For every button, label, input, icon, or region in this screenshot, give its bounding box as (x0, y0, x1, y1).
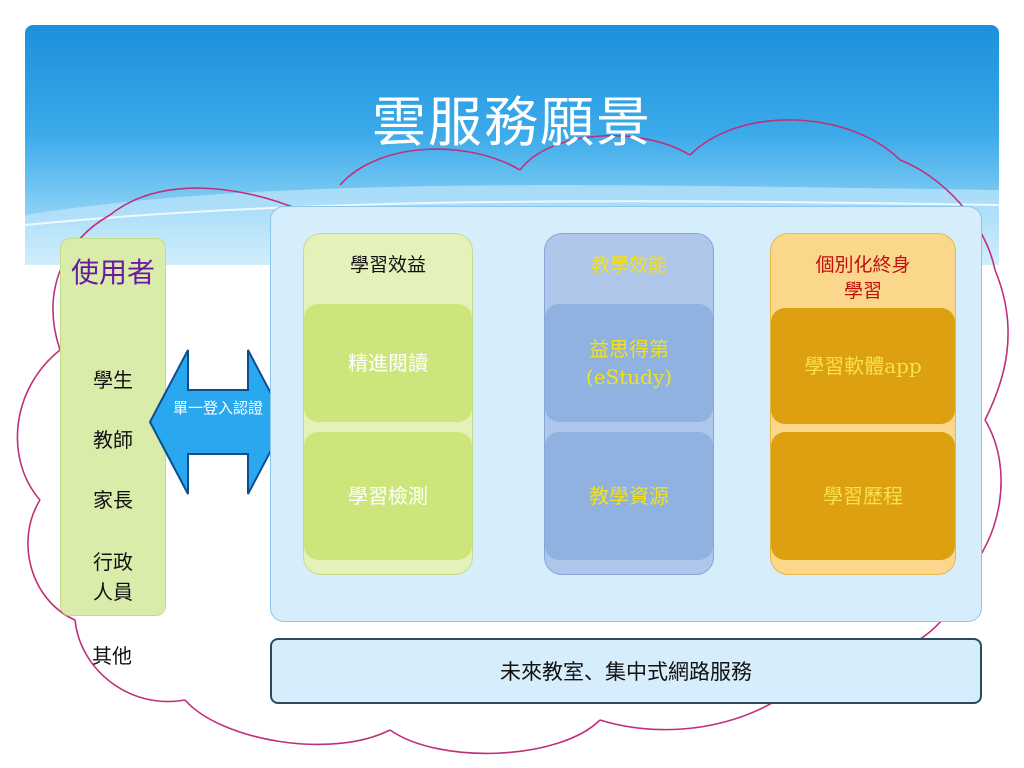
card-estudy: 益思得第(eStudy) (545, 304, 713, 422)
sso-label: 單一登入認證 (172, 399, 263, 417)
user-item-other: 其他 (92, 644, 132, 668)
column-title: 教學效能 (590, 254, 667, 276)
user-item-admin: 行政人員 (93, 550, 133, 604)
network-services-bar: 未來教室、集中式網路服務 (270, 638, 982, 704)
double-arrow-icon (148, 349, 288, 495)
page-title: 雲服務願景 (372, 91, 652, 154)
card-teaching-resources: 教學資源 (545, 432, 713, 560)
column-teaching-efficiency: 教學效能 益思得第(eStudy) 教學資源 (544, 233, 714, 575)
column-learning-benefit: 學習效益 精進閱讀 學習檢測 (303, 233, 473, 575)
card-learning-app: 學習軟體app (771, 308, 955, 424)
card-assessment: 學習檢測 (304, 432, 472, 560)
card-reading: 精進閱讀 (304, 304, 472, 422)
users-title: 使用者 (70, 256, 155, 289)
user-item-parent: 家長 (93, 488, 133, 512)
services-panel: 學習效益 精進閱讀 學習檢測 教學效能 益思得第(eStudy) 教學資源 個別… (270, 206, 982, 622)
users-box: 使用者 學生 教師 家長 行政人員 (60, 238, 166, 616)
user-item-student: 學生 (93, 368, 133, 392)
card-learning-portfolio: 學習歷程 (771, 432, 955, 560)
user-item-teacher: 教師 (93, 428, 133, 452)
column-title: 學習效益 (349, 254, 426, 276)
column-title: 個別化終身學習 (815, 254, 911, 302)
column-lifelong-learning: 個別化終身學習 學習軟體app 學習歷程 (770, 233, 956, 575)
